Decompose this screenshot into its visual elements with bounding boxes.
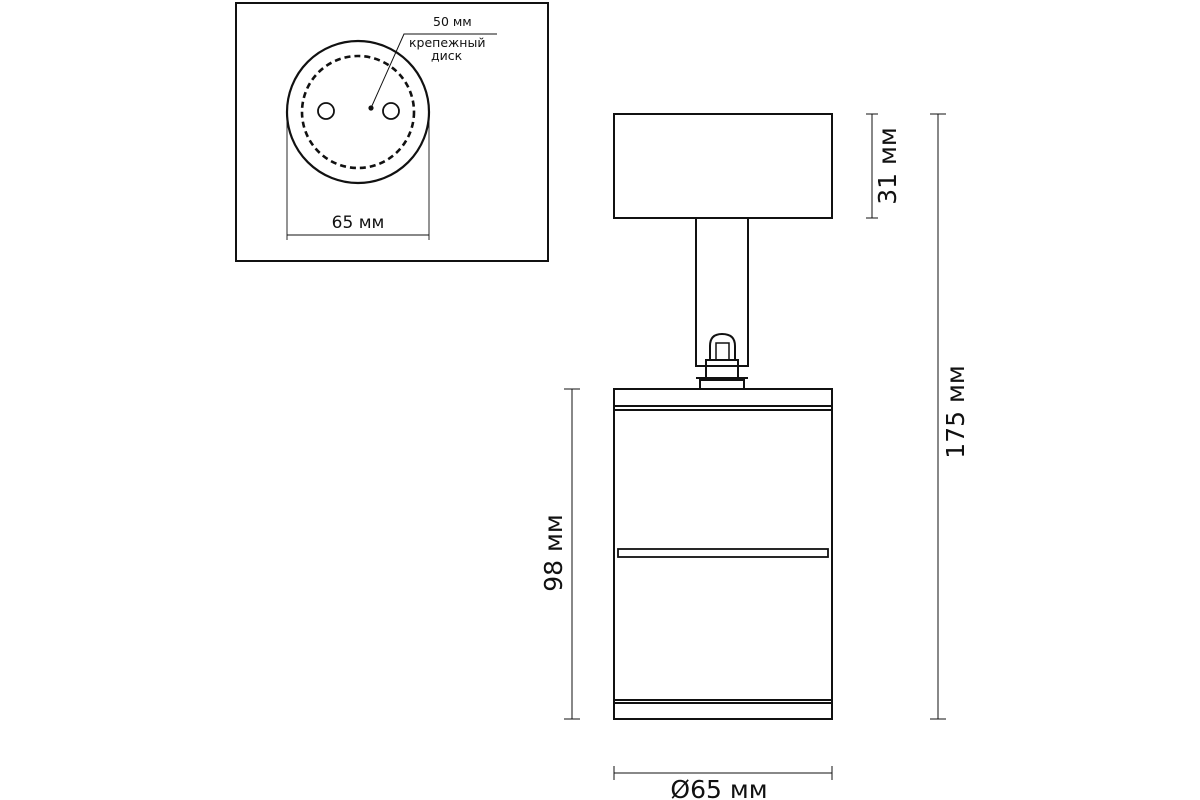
- base-diameter-label: 65 мм: [332, 213, 385, 233]
- mount-disk-label-line1: крепежный: [409, 35, 485, 50]
- hinge-knuckle: [709, 332, 736, 360]
- arm: [695, 217, 749, 367]
- screw-hole-right: [382, 102, 400, 120]
- middle-groove: [617, 548, 829, 558]
- side-view: 31 мм 175 мм 98 мм Ø65 мм: [539, 113, 970, 800]
- base-outline-circle: [285, 39, 431, 185]
- mount-disk-circle: [300, 54, 416, 170]
- mount-disk-leader: [370, 33, 497, 109]
- mount-disk-size-label: 50 мм: [433, 14, 472, 29]
- total-height-label: 175 мм: [941, 365, 970, 458]
- hinge-plate: [699, 379, 745, 390]
- screw-hole-left: [317, 102, 335, 120]
- body-height-label: 98 мм: [539, 514, 568, 591]
- lamp-body: [613, 388, 833, 720]
- base-height-label: 31 мм: [873, 127, 902, 204]
- body-diameter-label: Ø65 мм: [670, 775, 767, 800]
- hinge-slot: [715, 342, 730, 361]
- top-view-inset: 50 мм крепежный диск 65 мм: [235, 2, 549, 262]
- ceiling-base: [613, 113, 833, 219]
- mount-disk-label-line2: диск: [431, 48, 463, 63]
- inset-frame: [235, 2, 549, 262]
